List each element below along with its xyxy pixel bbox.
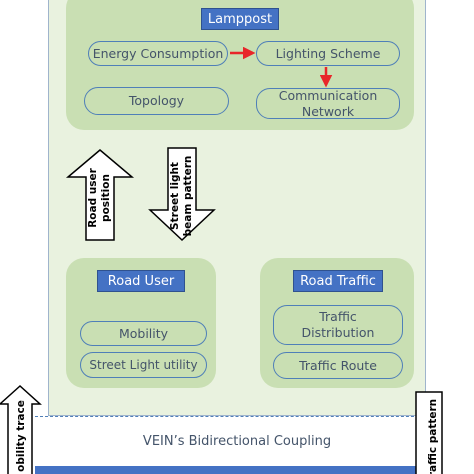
traffic-route-node: Traffic Route	[273, 352, 403, 379]
lamppost-title: Lamppost	[201, 8, 279, 30]
road-traffic-title: Road Traffic	[293, 270, 383, 292]
traffic-distribution-node: Traffic Distribution	[273, 305, 403, 345]
left-edge-arrow-label: obility trace	[15, 400, 27, 472]
traffic-distribution-line1: Traffic	[319, 309, 357, 324]
street-light-beam-pattern-arrow	[148, 147, 216, 242]
up-arrow-label-line1: Road user	[87, 167, 99, 227]
mobility-node: Mobility	[80, 321, 207, 346]
energy-consumption-node: Energy Consumption	[88, 41, 228, 66]
bottom-bar	[35, 466, 439, 474]
communication-network-line2: Network	[301, 103, 355, 119]
traffic-distribution-line2: Distribution	[301, 325, 375, 340]
lighting-scheme-node: Lighting Scheme	[256, 41, 400, 66]
street-light-utility-node: Street Light utility	[80, 352, 207, 378]
mobility-trace-arrow	[0, 384, 42, 474]
coupling-label: VEIN’s Bidirectional Coupling	[142, 434, 332, 449]
communication-network-line1: Communication	[278, 87, 378, 103]
right-edge-arrow-label: raffic pattern	[427, 399, 439, 474]
communication-network-node: Communication Network	[256, 88, 400, 119]
road-user-title: Road User	[97, 270, 185, 292]
topology-node: Topology	[84, 87, 229, 115]
down-arrow-label-line1: Street light	[169, 162, 181, 230]
bidirectional-coupling-band: VEIN’s Bidirectional Coupling	[35, 416, 439, 466]
down-arrow-label-line2: beam pattern	[182, 156, 194, 237]
traffic-pattern-arrow	[415, 391, 443, 474]
up-arrow-label-line2: position	[100, 174, 112, 222]
road-user-position-arrow	[65, 149, 135, 241]
